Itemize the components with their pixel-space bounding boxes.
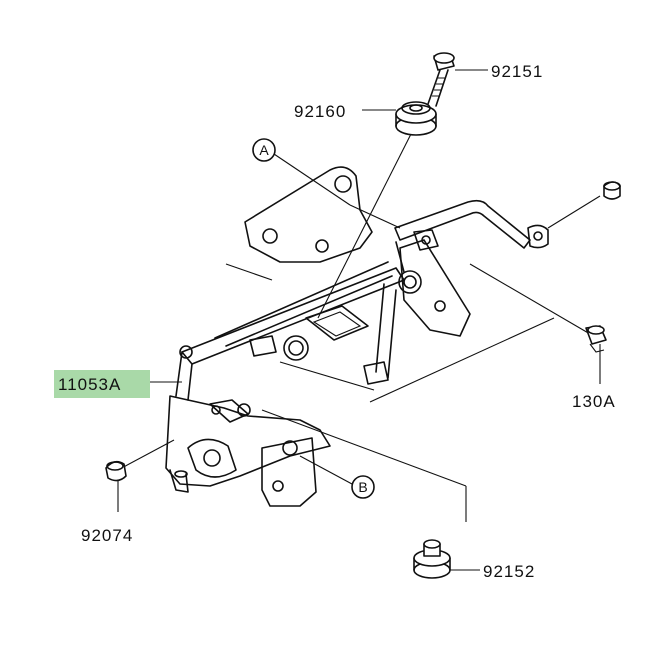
part-number-11053A: 11053A (58, 375, 121, 394)
part-number-130A: 130A (572, 392, 616, 411)
callout-B-letter: B (358, 479, 367, 495)
part-number-92152: 92152 (483, 562, 535, 581)
highlight-box (54, 370, 150, 398)
label-11053A: 11053A (54, 370, 150, 398)
label-92152: 92152 (483, 562, 535, 581)
subframe-assembly (165, 166, 555, 507)
callout-B: B (351, 475, 375, 499)
collar-92152-icon (413, 539, 451, 579)
label-92074: 92074 (81, 526, 133, 545)
bolt-92151-icon (427, 52, 455, 107)
grommet-92160-icon (395, 101, 437, 136)
label-130A: 130A (572, 392, 616, 411)
cap-nut-upper-icon (603, 181, 621, 200)
part-number-92160: 92160 (294, 102, 346, 121)
part-number-92151: 92151 (491, 62, 543, 81)
part-number-92074: 92074 (81, 526, 133, 545)
leader-lines (117, 69, 601, 571)
label-92160: 92160 (294, 102, 346, 121)
callout-A: A (252, 138, 276, 162)
cap-nut-92074-icon (105, 460, 127, 482)
label-92151: 92151 (491, 62, 543, 81)
callout-A-letter: A (259, 142, 269, 158)
bolt-130A-icon (585, 325, 607, 353)
